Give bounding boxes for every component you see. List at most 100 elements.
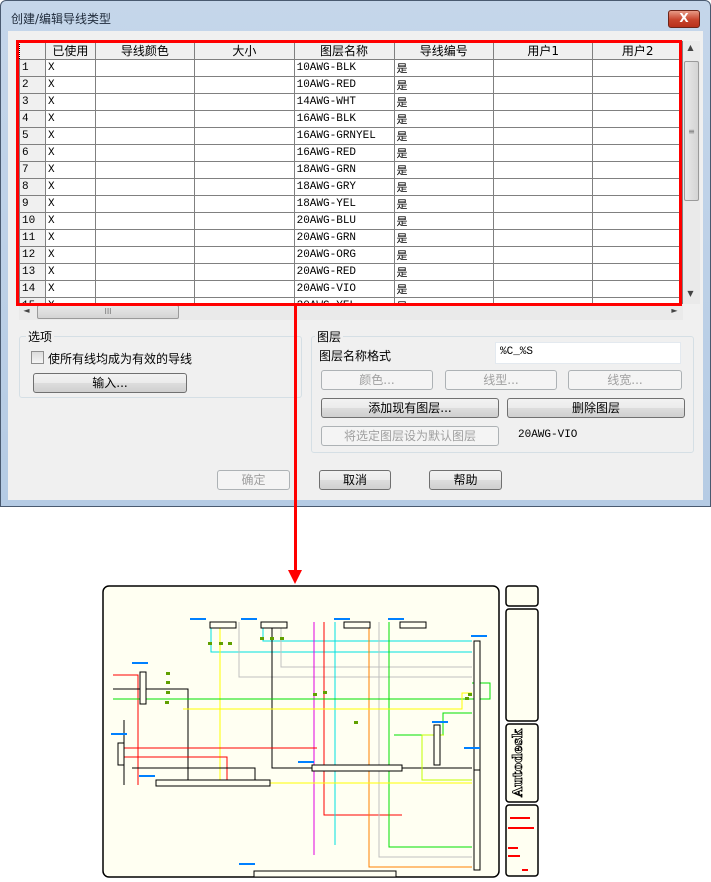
cell-wire-color[interactable] [94,246,196,264]
cell-user1[interactable] [492,144,594,162]
cell-user2[interactable] [592,59,683,77]
cell-used[interactable]: X [44,93,96,111]
cell-user2[interactable] [592,212,683,230]
delete-layer-button[interactable]: 删除图层 [507,398,685,418]
column-header-wire-color[interactable]: 导线颜色 [94,41,196,60]
cell-size[interactable] [194,161,295,179]
column-header-wire-number[interactable]: 导线编号 [393,41,494,60]
column-header-layer-name[interactable]: 图层名称 [293,41,395,60]
row-header[interactable]: 6 [19,144,46,162]
cell-size[interactable] [194,212,295,230]
row-header[interactable]: 2 [19,76,46,94]
cell-user2[interactable] [592,144,683,162]
cancel-button[interactable]: 取消 [319,470,391,490]
cell-layer-name[interactable]: 10AWG-BLK [293,59,395,77]
select-all-corner[interactable] [19,41,46,60]
cell-used[interactable]: X [44,144,96,162]
column-header-user2[interactable]: 用户2 [592,41,683,60]
cell-wire-color[interactable] [94,110,196,128]
cell-user2[interactable] [592,161,683,179]
cell-size[interactable] [194,110,295,128]
cell-user1[interactable] [492,161,594,179]
cell-user2[interactable] [592,76,683,94]
cell-used[interactable]: X [44,76,96,94]
column-header-used[interactable]: 已使用 [44,41,96,60]
cell-wire-number[interactable]: 是 [393,127,494,145]
cell-used[interactable]: X [44,280,96,298]
cell-size[interactable] [194,127,295,145]
cell-user1[interactable] [492,212,594,230]
cell-wire-number[interactable]: 是 [393,297,494,304]
cell-user1[interactable] [492,93,594,111]
vertical-scroll-thumb[interactable]: ≡ [684,61,699,201]
cell-layer-name[interactable]: 20AWG-RED [293,263,395,281]
cell-layer-name[interactable]: 18AWG-GRN [293,161,395,179]
cell-used[interactable]: X [44,212,96,230]
cell-wire-number[interactable]: 是 [393,93,494,111]
cell-used[interactable]: X [44,229,96,247]
cell-user2[interactable] [592,229,683,247]
cell-user2[interactable] [592,93,683,111]
cell-size[interactable] [194,246,295,264]
cell-wire-number[interactable]: 是 [393,212,494,230]
cell-used[interactable]: X [44,127,96,145]
scroll-down-arrow-icon[interactable]: ▼ [687,289,694,298]
grid-horizontal-scrollbar[interactable]: ◄ III ► [19,304,683,320]
cell-wire-color[interactable] [94,280,196,298]
cell-user1[interactable] [492,246,594,264]
cell-user2[interactable] [592,195,683,213]
row-header[interactable]: 7 [19,161,46,179]
cell-wire-number[interactable]: 是 [393,229,494,247]
color-button[interactable]: 颜色... [321,370,433,390]
cell-wire-color[interactable] [94,195,196,213]
cell-used[interactable]: X [44,59,96,77]
cell-layer-name[interactable]: 16AWG-GRNYEL [293,127,395,145]
cell-user2[interactable] [592,110,683,128]
cell-layer-name[interactable]: 18AWG-GRY [293,178,395,196]
cell-size[interactable] [194,195,295,213]
help-button[interactable]: 帮助 [429,470,502,490]
cell-wire-number[interactable]: 是 [393,246,494,264]
cell-user2[interactable] [592,297,683,304]
column-header-size[interactable]: 大小 [194,41,295,60]
row-header[interactable]: 9 [19,195,46,213]
cell-wire-color[interactable] [94,212,196,230]
cell-size[interactable] [194,229,295,247]
cell-layer-name[interactable]: 18AWG-YEL [293,195,395,213]
row-header[interactable]: 1 [19,59,46,77]
import-button[interactable]: 输入... [33,373,187,393]
cell-user1[interactable] [492,195,594,213]
cell-user2[interactable] [592,178,683,196]
cell-user2[interactable] [592,280,683,298]
cell-user1[interactable] [492,280,594,298]
cell-used[interactable]: X [44,178,96,196]
scroll-right-arrow-icon[interactable]: ► [671,306,678,315]
cell-size[interactable] [194,263,295,281]
cell-size[interactable] [194,297,295,304]
cell-wire-color[interactable] [94,161,196,179]
cell-user1[interactable] [492,297,594,304]
cell-user1[interactable] [492,127,594,145]
cell-user1[interactable] [492,110,594,128]
make-all-wires-valid-checkbox[interactable] [31,351,44,364]
cell-wire-color[interactable] [94,59,196,77]
horizontal-scroll-thumb[interactable]: III [37,305,179,319]
cell-used[interactable]: X [44,110,96,128]
row-header[interactable]: 14 [19,280,46,298]
row-header[interactable]: 13 [19,263,46,281]
cell-layer-name[interactable]: 20AWG-VIO [293,280,395,298]
row-header[interactable]: 15 [19,297,46,304]
cell-wire-number[interactable]: 是 [393,280,494,298]
cell-wire-number[interactable]: 是 [393,263,494,281]
row-header[interactable]: 8 [19,178,46,196]
